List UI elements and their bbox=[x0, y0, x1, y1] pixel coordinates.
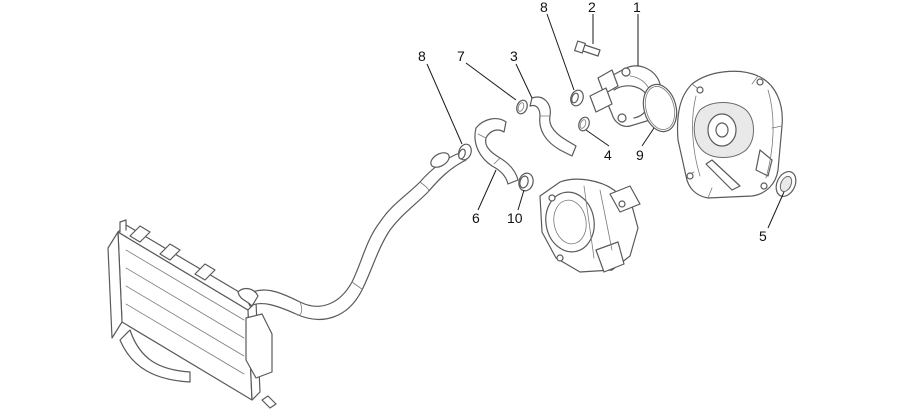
callout-8-lower: 8 bbox=[418, 48, 426, 64]
hose-6 bbox=[474, 118, 519, 185]
o-ring bbox=[642, 83, 678, 133]
callout-8-upper: 8 bbox=[540, 0, 548, 15]
oil-seal bbox=[775, 171, 797, 197]
hose-clamp-8-lower bbox=[458, 143, 472, 161]
hose-clamp-10 bbox=[518, 172, 534, 192]
hose-clamp-8-upper bbox=[570, 89, 584, 107]
callout-1: 1 bbox=[633, 0, 641, 15]
callout-6: 6 bbox=[472, 210, 480, 226]
callout-7: 7 bbox=[457, 48, 465, 64]
callout-10: 10 bbox=[507, 210, 523, 226]
hose-3 bbox=[529, 96, 577, 157]
cylinder-head bbox=[539, 178, 641, 273]
callout-2: 2 bbox=[588, 0, 596, 15]
callout-4: 4 bbox=[604, 147, 612, 163]
crankcase-cover bbox=[676, 70, 783, 199]
hose-clamp-4 bbox=[578, 116, 590, 132]
callout-3: 3 bbox=[510, 48, 518, 64]
callout-labels: 1 2 3 4 5 6 7 8 8 9 10 bbox=[418, 0, 767, 244]
radiator bbox=[107, 219, 277, 409]
callout-5: 5 bbox=[759, 228, 767, 244]
callout-9: 9 bbox=[636, 147, 644, 163]
leader-lines bbox=[426, 13, 785, 229]
hose-clamp-7 bbox=[516, 99, 528, 115]
radiator-hose bbox=[237, 151, 467, 320]
bolt bbox=[574, 40, 601, 57]
